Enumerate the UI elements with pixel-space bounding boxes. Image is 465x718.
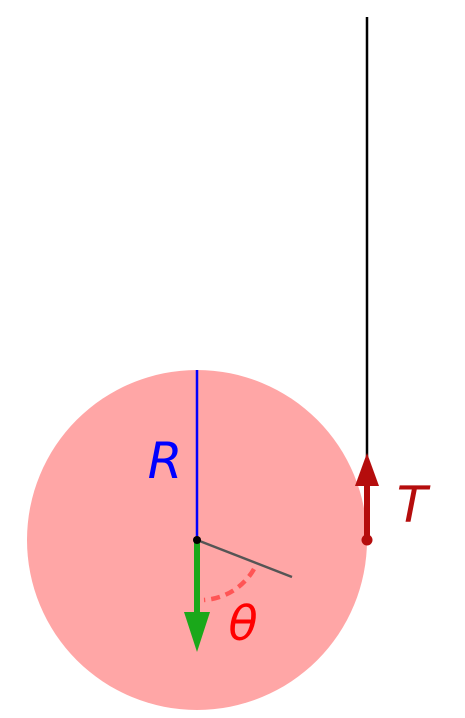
tension-arrow bbox=[355, 453, 379, 546]
angle-arc bbox=[203, 567, 256, 603]
gravity-arrow bbox=[184, 541, 210, 652]
center-dot bbox=[193, 536, 201, 544]
angle-reference-line bbox=[196, 538, 293, 579]
tension-arrowhead bbox=[355, 453, 379, 486]
radius-label: R bbox=[148, 432, 183, 490]
angle-label: θ bbox=[228, 596, 257, 652]
tension-label: T bbox=[397, 476, 431, 534]
tension-contact-point bbox=[361, 534, 373, 546]
gravity-arrowhead bbox=[184, 612, 210, 652]
